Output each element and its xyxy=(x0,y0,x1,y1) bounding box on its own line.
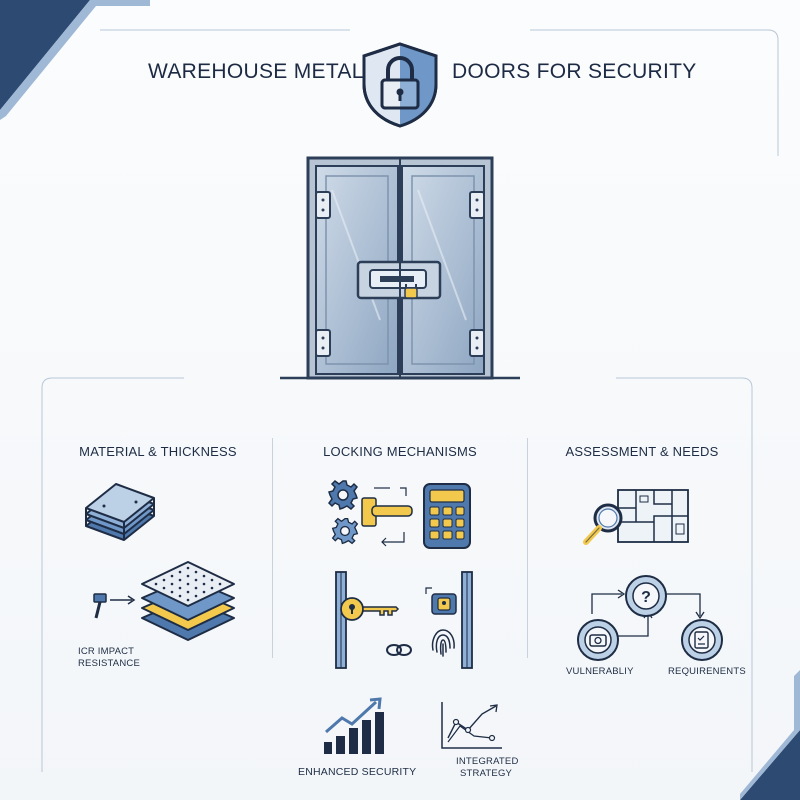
gear-icon xyxy=(328,480,358,510)
keypad-icon xyxy=(423,483,471,549)
title-right-text: DOORS FOR SECURITY xyxy=(452,60,697,83)
enhanced-security-label: ENHANCED SECURITY xyxy=(298,766,417,778)
metal-door-icon xyxy=(280,156,520,380)
door-frame-left xyxy=(335,571,347,669)
svg-text:?: ? xyxy=(641,589,651,606)
header-frame-line xyxy=(100,29,779,156)
door-frame-right xyxy=(461,571,473,669)
door-handle-icon xyxy=(361,487,413,547)
checklist-icon xyxy=(681,619,723,661)
magnifier-icon xyxy=(583,503,623,545)
padlock-box-icon xyxy=(425,587,457,615)
camera-icon xyxy=(577,619,619,661)
integrated-label-line2: STRATEGY xyxy=(460,768,513,779)
metal-sheets-icon xyxy=(85,483,155,541)
fingerprint-icon xyxy=(431,629,455,657)
floor-plan-icon xyxy=(617,489,689,543)
column-title-assessment: ASSESSMENT & NEEDS xyxy=(565,444,719,459)
vulnerability-label: VULNERABLIY xyxy=(566,666,634,677)
hammer-icon xyxy=(93,593,136,619)
line-chart-icon xyxy=(441,702,502,749)
title-header: WAREHOUSE METAL DOORS FOR SECURITY xyxy=(0,40,800,130)
question-icon: ? xyxy=(625,575,667,617)
corner-decoration-top-left xyxy=(0,0,150,120)
column-title-material: MATERIAL & THICKNESS xyxy=(79,444,237,459)
chain-link-icon xyxy=(386,644,412,656)
shield-lock-icon xyxy=(362,42,438,128)
impact-label-line2: RESISTANCE xyxy=(78,658,141,669)
layered-panels-icon xyxy=(141,561,235,641)
key-icon xyxy=(340,597,400,621)
gear-icon xyxy=(331,517,359,545)
requirements-label: REQUIRENENTS xyxy=(668,666,746,677)
corner-decoration-bottom-right xyxy=(740,670,800,800)
features-panel-frame xyxy=(41,377,753,772)
bar-chart-icon xyxy=(324,697,384,754)
impact-label-line1: ICR IMPACT xyxy=(78,646,135,657)
integrated-label-line1: INTEGRATED xyxy=(456,756,519,767)
title-left-text: WAREHOUSE METAL xyxy=(148,60,364,83)
column-divider-2 xyxy=(527,438,528,658)
column-divider-1 xyxy=(272,438,273,658)
column-title-locking: LOCKING MECHANISMS xyxy=(323,444,477,459)
